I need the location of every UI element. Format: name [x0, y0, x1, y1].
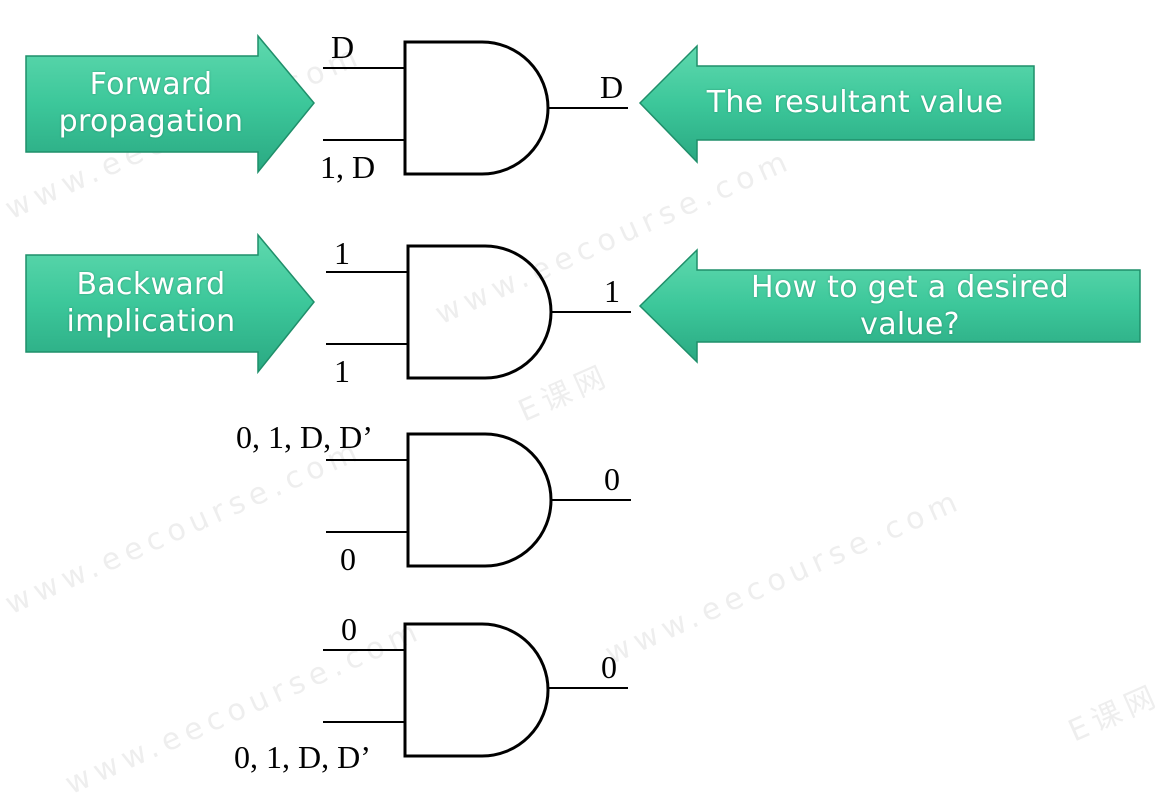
- gate-2-input-bottom: 1: [334, 353, 350, 389]
- forward-arrow: [25, 33, 315, 175]
- gate-3-input-top: 0, 1, D, D’: [236, 419, 373, 455]
- gate-1-input-bottom: 1, D: [320, 149, 375, 185]
- gate-4-input-top: 0: [341, 611, 357, 647]
- and-gate-3: [326, 432, 631, 568]
- gate-2-input-top: 1: [334, 235, 350, 271]
- gate-1-output: D: [600, 69, 623, 105]
- gate-4-input-bottom: 0, 1, D, D’: [234, 739, 371, 775]
- and-gate-1: [323, 40, 628, 176]
- and-gate-2: [326, 244, 631, 380]
- resultant-value-label: The resultant value: [706, 84, 1004, 120]
- gate-2-output: 1: [604, 273, 620, 309]
- gate-4-output: 0: [601, 649, 617, 685]
- gate-3-output: 0: [604, 461, 620, 497]
- resultant-arrow: [638, 44, 1035, 164]
- forward-propagation-label: Forward propagation: [58, 67, 244, 139]
- backward-implication-label: Backward implication: [66, 266, 236, 339]
- gate-3-input-bottom: 0: [340, 541, 356, 577]
- desired-arrow: [638, 248, 1141, 364]
- backward-arrow: [25, 232, 315, 375]
- gate-1-input-top: D: [331, 29, 354, 65]
- and-gate-4: [323, 622, 628, 758]
- desired-value-label: How to get a desired value?: [751, 270, 1069, 342]
